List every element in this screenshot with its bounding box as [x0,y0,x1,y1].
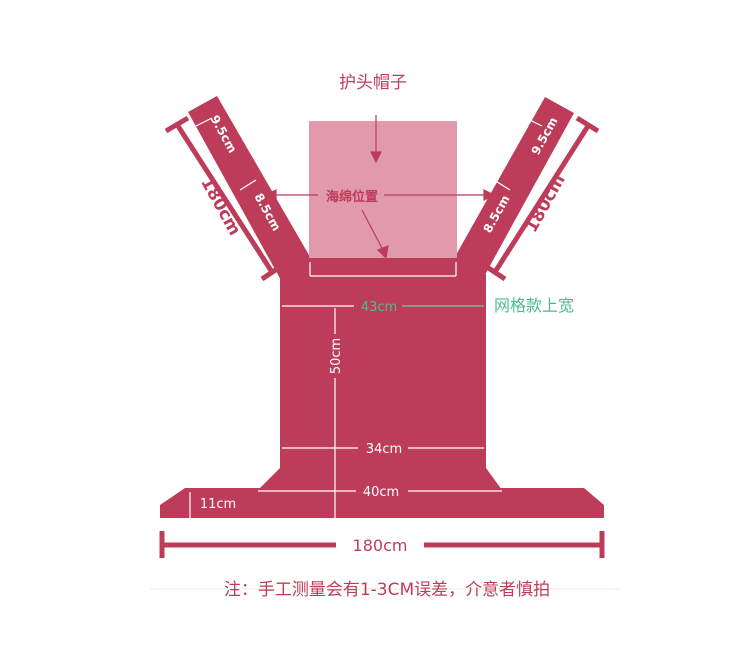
mesh-top-width-label: 网格款上宽 [494,296,574,315]
body-top-width-label: 43cm [361,300,397,315]
waist-belt [160,488,604,518]
sponge-arrows [264,115,496,260]
belt-total-length-label: 180cm [353,536,408,555]
measurement-note: 注：手工测量会有1-3CM误差，介意者慎拍 [224,580,550,600]
left-shoulder-strap [188,96,313,282]
belt-height-label: 11cm [200,497,236,512]
sponge-position-label: 海绵位置 [326,189,378,205]
hood-label: 护头帽子 [339,73,407,93]
carrier-body [160,96,604,518]
body-height-label: 50cm [329,338,344,374]
hood-panel [309,121,457,258]
strap-length-bars [159,115,605,558]
belt-center-width-label: 40cm [363,485,399,500]
body-bottom-width-label: 34cm [366,442,402,457]
main-body-panel [258,256,502,490]
right-shoulder-strap [452,97,574,282]
